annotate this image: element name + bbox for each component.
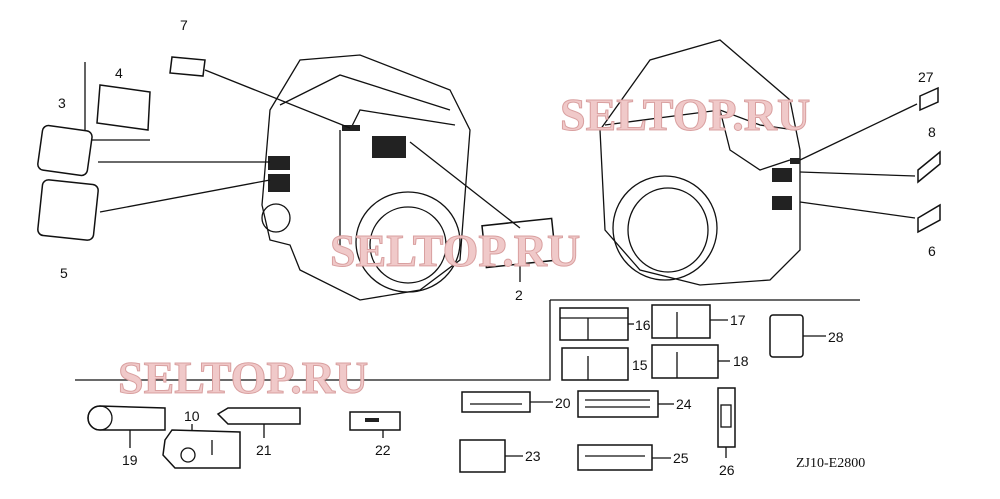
callout-17: 17	[730, 312, 746, 328]
watermark: SELTOP.RU	[118, 352, 368, 403]
decal-6[interactable]	[799, 201, 941, 234]
callout-6: 6	[928, 243, 936, 259]
callout-23: 23	[525, 448, 541, 464]
callout-19: 19	[122, 452, 138, 468]
engine-left	[261, 54, 471, 301]
decal-3[interactable]	[37, 124, 270, 177]
decal-15[interactable]	[561, 347, 629, 381]
engine-right	[599, 39, 801, 286]
callout-15: 15	[632, 357, 648, 373]
callout-10: 10	[184, 408, 200, 424]
decal-19[interactable]	[87, 405, 166, 448]
decal-17[interactable]	[651, 304, 728, 339]
decal-28[interactable]	[769, 314, 826, 358]
diagram-code: ZJ10-E2800	[796, 456, 865, 471]
callout-8: 8	[928, 124, 936, 140]
callout-28: 28	[828, 329, 844, 345]
callout-21: 21	[256, 442, 272, 458]
decal-24[interactable]	[577, 390, 674, 418]
decal-22[interactable]	[349, 411, 401, 438]
callout-4: 4	[115, 65, 123, 81]
watermark: SELTOP.RU	[330, 225, 580, 276]
callout-2: 2	[515, 287, 523, 303]
callout-27: 27	[918, 69, 934, 85]
callout-24: 24	[676, 396, 692, 412]
callout-20: 20	[555, 395, 571, 411]
callout-26: 26	[719, 462, 735, 478]
callout-5: 5	[60, 265, 68, 281]
callout-22: 22	[375, 442, 391, 458]
decal-2[interactable]	[409, 141, 557, 282]
decal-7[interactable]	[169, 56, 351, 129]
decal-8[interactable]	[799, 150, 941, 184]
callout-18: 18	[733, 353, 749, 369]
decal-10[interactable]	[162, 424, 241, 469]
decal-23[interactable]	[459, 439, 523, 473]
callout-7: 7	[180, 17, 188, 33]
decal-20[interactable]	[461, 391, 553, 413]
callout-3: 3	[58, 95, 66, 111]
callout-16: 16	[635, 317, 651, 333]
decal-4[interactable]	[84, 62, 151, 141]
decal-27[interactable]	[799, 86, 939, 161]
decal-5[interactable]	[37, 179, 271, 241]
decal-18[interactable]	[651, 344, 730, 379]
decal-26[interactable]	[717, 387, 736, 458]
watermark: SELTOP.RU	[560, 89, 810, 140]
decal-21[interactable]	[216, 407, 301, 438]
decal-16[interactable]	[559, 307, 634, 341]
callout-25: 25	[673, 450, 689, 466]
decal-25[interactable]	[577, 444, 671, 471]
